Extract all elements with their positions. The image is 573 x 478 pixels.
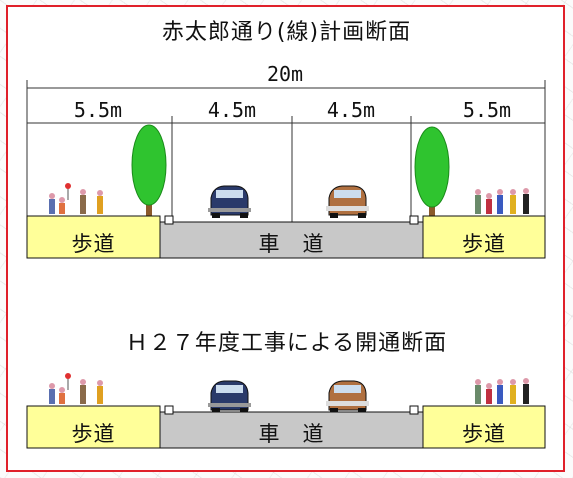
current-right-sidewalk-label: 歩道 (462, 422, 506, 446)
plan-roadway-label: 車 道 (258, 232, 325, 256)
segment-left-lane-width: 4.5m (207, 98, 257, 122)
curb (409, 405, 419, 415)
road-cross-section (26, 215, 546, 259)
plan-right-sidewalk-label: 歩道 (462, 232, 506, 256)
current-title: Ｈ２７年度工事による開通断面 (125, 331, 448, 356)
tree-icon (414, 126, 450, 217)
segment-right-lane-width: 4.5m (326, 98, 376, 122)
curb (409, 215, 419, 225)
segment-left-sidewalk-width: 5.5m (73, 98, 123, 122)
car-icon (208, 185, 251, 218)
car-icon (326, 380, 369, 413)
pedestrians-icon (49, 183, 103, 214)
left-sidewalk (26, 215, 161, 259)
car-icon (326, 185, 369, 218)
right-sidewalk (422, 215, 546, 259)
dimension-lines (26, 80, 546, 222)
current-section-drawing (26, 373, 546, 449)
tree-icon (131, 124, 167, 217)
segment-right-sidewalk-width: 5.5m (462, 98, 512, 122)
roadway (159, 221, 424, 259)
total-width-label: 20m (266, 62, 304, 86)
curb (164, 405, 174, 415)
car-icon (208, 380, 251, 413)
right-sidewalk (422, 405, 546, 449)
plan-section-drawing (26, 80, 546, 259)
pedestrians-icon (475, 188, 529, 214)
curb (164, 215, 174, 225)
pedestrians-icon (49, 373, 103, 404)
plan-title: 赤太郎通り(線)計画断面 (161, 20, 412, 45)
pedestrians-icon (475, 378, 529, 404)
road-cross-section (26, 405, 546, 449)
plan-left-sidewalk-label: 歩道 (71, 232, 116, 256)
current-left-sidewalk-label: 歩道 (71, 422, 116, 446)
current-roadway-label: 車 道 (258, 422, 325, 446)
